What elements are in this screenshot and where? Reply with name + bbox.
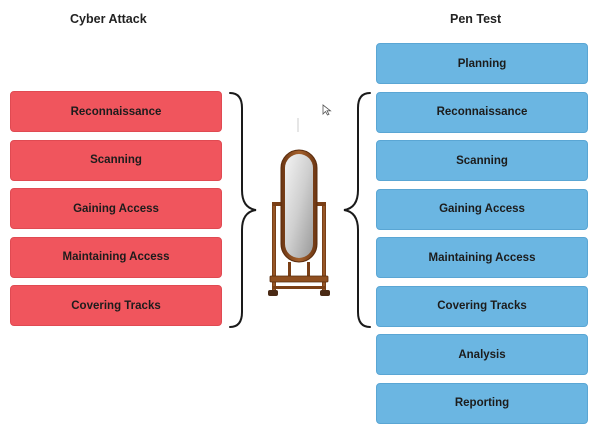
standing-mirror-icon (268, 118, 330, 296)
cyber-attack-column: Reconnaissance Scanning Gaining Access M… (10, 91, 222, 334)
pentest-step-gaining-access: Gaining Access (376, 188, 588, 230)
left-curly-brace (229, 92, 257, 328)
attack-step-scanning: Scanning (10, 139, 222, 181)
pen-test-heading: Pen Test (450, 12, 502, 26)
attack-step-gaining-access: Gaining Access (10, 188, 222, 229)
pentest-step-maintaining-access: Maintaining Access (376, 237, 588, 278)
pen-test-column: Planning Reconnaissance Scanning Gaining… (376, 43, 588, 431)
pentest-step-analysis: Analysis (376, 334, 588, 375)
pentest-step-reconnaissance: Reconnaissance (376, 91, 588, 133)
right-curly-brace (343, 92, 371, 328)
attack-step-maintaining-access: Maintaining Access (10, 236, 222, 278)
pentest-step-scanning: Scanning (376, 140, 588, 181)
mouse-pointer-icon (322, 104, 332, 116)
cyber-attack-heading: Cyber Attack (70, 12, 147, 26)
pentest-step-covering-tracks: Covering Tracks (376, 285, 588, 327)
attack-step-reconnaissance: Reconnaissance (10, 91, 222, 132)
attack-step-covering-tracks: Covering Tracks (10, 285, 222, 326)
pentest-step-reporting: Reporting (376, 382, 588, 424)
pentest-step-planning: Planning (376, 43, 588, 84)
